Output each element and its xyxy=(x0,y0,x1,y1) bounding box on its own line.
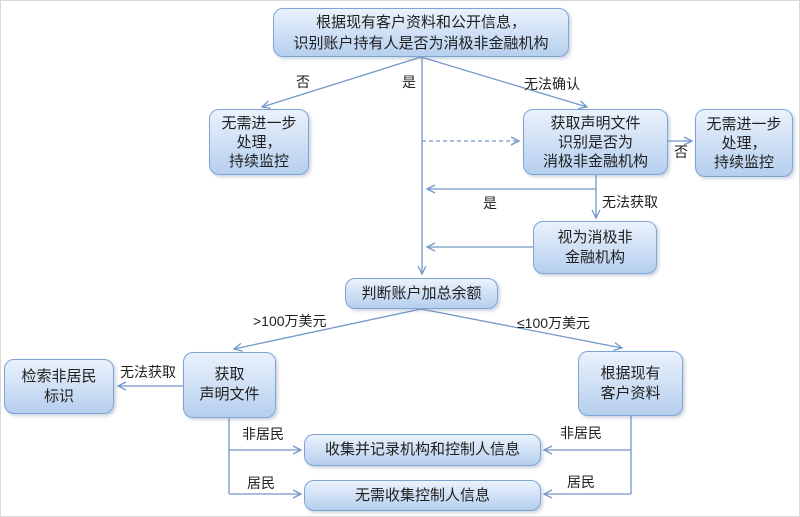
label-no-right: 否 xyxy=(674,144,688,160)
label-resident-right: 居民 xyxy=(567,474,595,490)
node-collect-controller-info: 收集并记录机构和控制人信息 xyxy=(304,434,541,466)
label-cannot-obtain-left: 无法获取 xyxy=(120,364,176,380)
node-no-further-action-left: 无需进一步 处理， 持续监控 xyxy=(209,109,309,175)
label-le-1m-usd: ≤100万美元 xyxy=(517,315,591,331)
node-obtain-statement: 获取 声明文件 xyxy=(183,352,276,418)
label-yes-top: 是 xyxy=(402,74,416,90)
label-cannot-confirm: 无法确认 xyxy=(524,76,580,92)
node-no-collect-controller-info: 无需收集控制人信息 xyxy=(304,480,541,511)
node-judge-aggregate-balance: 判断账户加总余额 xyxy=(345,278,498,309)
node-obtain-statement-identify: 获取声明文件 识别是否为 消极非金融机构 xyxy=(523,109,668,175)
label-cannot-obtain-right: 无法获取 xyxy=(602,194,658,210)
node-search-nonresident-flag: 检索非居民 标识 xyxy=(4,359,114,414)
node-existing-customer-data: 根据现有 客户资料 xyxy=(578,351,683,416)
edge-start-to-no-further-left xyxy=(260,56,422,110)
node-deemed-passive-nfe: 视为消极非 金融机构 xyxy=(533,221,657,274)
label-nonresident-left: 非居民 xyxy=(242,426,284,442)
node-start: 根据现有客户资料和公开信息， 识别账户持有人是否为消极非金融机构 xyxy=(273,8,569,57)
edge-start-to-obtain-identify xyxy=(420,56,589,110)
label-resident-left: 居民 xyxy=(247,475,275,491)
label-yes-merge: 是 xyxy=(483,195,497,211)
label-nonresident-right: 非居民 xyxy=(560,425,602,441)
label-no-top: 否 xyxy=(296,74,310,90)
edge-balance-to-existing xyxy=(420,308,624,352)
node-no-further-action-right: 无需进一步 处理， 持续监控 xyxy=(695,109,793,177)
edge-balance-to-obtain xyxy=(232,308,422,352)
label-gt-1m-usd: >100万美元 xyxy=(253,313,327,329)
